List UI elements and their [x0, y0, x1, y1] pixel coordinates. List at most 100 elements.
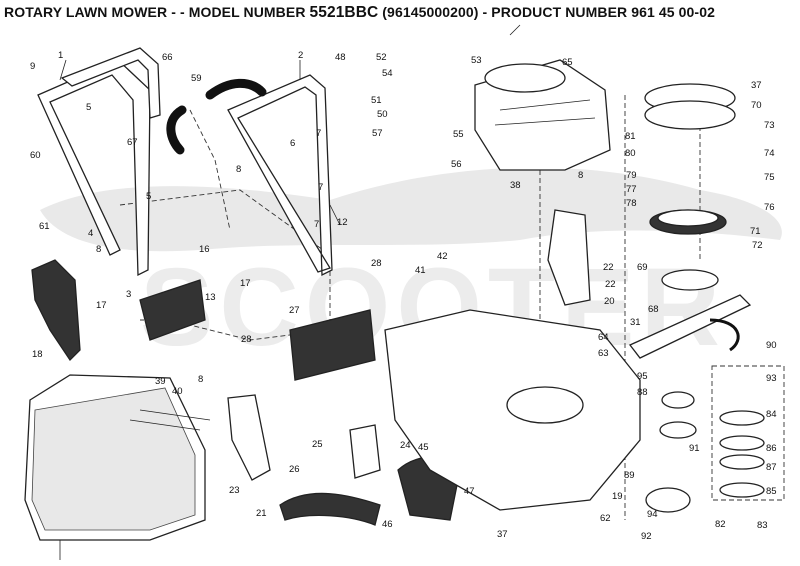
title-prefix: ROTARY LAWN MOWER - - MODEL NUMBER	[4, 4, 306, 20]
part-label: 18	[32, 349, 43, 360]
part-label: 76	[764, 202, 775, 213]
upper-handle-frame	[60, 47, 161, 119]
flywheel-cover-70	[644, 83, 736, 130]
part-label: 52	[376, 52, 387, 63]
side-bracket-21	[227, 394, 271, 481]
part-label: 68	[648, 304, 659, 315]
part-label: 73	[764, 120, 775, 131]
part-label: 16	[199, 244, 210, 255]
leader-lines	[59, 24, 521, 226]
part-label: 85	[766, 486, 777, 497]
part-label: 55	[453, 129, 464, 140]
part-label: 81	[625, 131, 636, 142]
part-label: 62	[600, 513, 611, 524]
pulley-71	[649, 209, 727, 235]
title-suffix: (96145000200) - PRODUCT NUMBER 961 45 00…	[382, 4, 715, 20]
part-label: 56	[451, 159, 462, 170]
part-label: 61	[39, 221, 50, 232]
part-label: 37	[497, 529, 508, 540]
mulch-plug-25	[349, 424, 381, 479]
grass-catcher	[24, 374, 211, 560]
rear-roller-27	[289, 309, 376, 381]
part-label: 21	[256, 508, 267, 519]
part-label: 38	[510, 180, 521, 191]
part-label: 95	[637, 371, 648, 382]
part-label: 25	[312, 439, 323, 450]
part-label: 57	[372, 128, 383, 139]
part-label: 31	[630, 317, 641, 328]
part-label: 93	[766, 373, 777, 384]
part-label: 6	[290, 138, 295, 149]
gear-stack-84	[719, 410, 765, 498]
part-label: 19	[612, 491, 623, 502]
part-label: 90	[766, 340, 777, 351]
part-label: 94	[647, 509, 658, 520]
part-label: 75	[764, 172, 775, 183]
part-label: 51	[371, 95, 382, 106]
part-label: 79	[626, 170, 637, 181]
part-label: 67	[127, 137, 138, 148]
part-label: 70	[751, 100, 762, 111]
part-label: 54	[382, 68, 393, 79]
part-label: 47	[464, 486, 475, 497]
part-label: 7	[318, 182, 323, 193]
part-label: 41	[415, 265, 426, 276]
part-label: 7	[314, 219, 319, 230]
rear-skirt-46	[279, 492, 381, 526]
part-label: 66	[162, 52, 173, 63]
part-label: 24	[400, 440, 411, 451]
rear-door-16	[139, 279, 206, 341]
blade-31	[628, 294, 752, 359]
part-label: 89	[624, 470, 635, 481]
part-label: 39	[155, 376, 166, 387]
part-label: 40	[172, 386, 183, 397]
part-label: 65	[562, 57, 573, 68]
part-label: 84	[766, 409, 777, 420]
part-label: 17	[96, 300, 107, 311]
part-label: 3	[126, 289, 131, 300]
part-label: 7	[316, 128, 321, 139]
part-label: 92	[641, 531, 652, 542]
part-label: 69	[637, 262, 648, 273]
part-label: 78	[626, 198, 637, 209]
part-label: 77	[626, 184, 637, 195]
part-label: 72	[752, 240, 763, 251]
part-label: 8	[578, 170, 583, 181]
part-label: 12	[337, 217, 348, 228]
part-label: 37	[751, 80, 762, 91]
drive-stack-88	[645, 391, 697, 513]
part-label: 63	[598, 348, 609, 359]
part-label: 13	[205, 292, 216, 303]
part-label: 22	[605, 279, 616, 290]
part-label: 28	[371, 258, 382, 269]
part-label: 1	[58, 50, 63, 61]
part-label: 23	[229, 485, 240, 496]
part-label: 8	[198, 374, 203, 385]
part-label: 26	[289, 464, 300, 475]
part-label: 53	[471, 55, 482, 66]
part-label: 87	[766, 462, 777, 473]
part-label: 20	[604, 296, 615, 307]
part-label: 8	[96, 244, 101, 255]
mower-deck-19	[384, 309, 641, 511]
part-label: 74	[764, 148, 775, 159]
side-bracket-20	[547, 209, 591, 306]
part-label: 42	[437, 251, 448, 262]
part-label: 71	[750, 226, 761, 237]
part-label: 86	[766, 443, 777, 454]
part-label: 22	[603, 262, 614, 273]
part-label: 82	[715, 519, 726, 530]
part-label: 27	[289, 305, 300, 316]
handle-cable-59	[166, 78, 267, 155]
part-label: 48	[335, 52, 346, 63]
part-label: 5	[146, 191, 151, 202]
lower-handle-right	[227, 74, 333, 277]
model-number: 5521BBC	[309, 4, 379, 21]
part-label: 83	[757, 520, 768, 531]
part-label: 64	[598, 332, 609, 343]
diagram-title: ROTARY LAWN MOWER - - MODEL NUMBER 5521B…	[4, 4, 796, 30]
part-label: 60	[30, 150, 41, 161]
part-label: 17	[240, 278, 251, 289]
